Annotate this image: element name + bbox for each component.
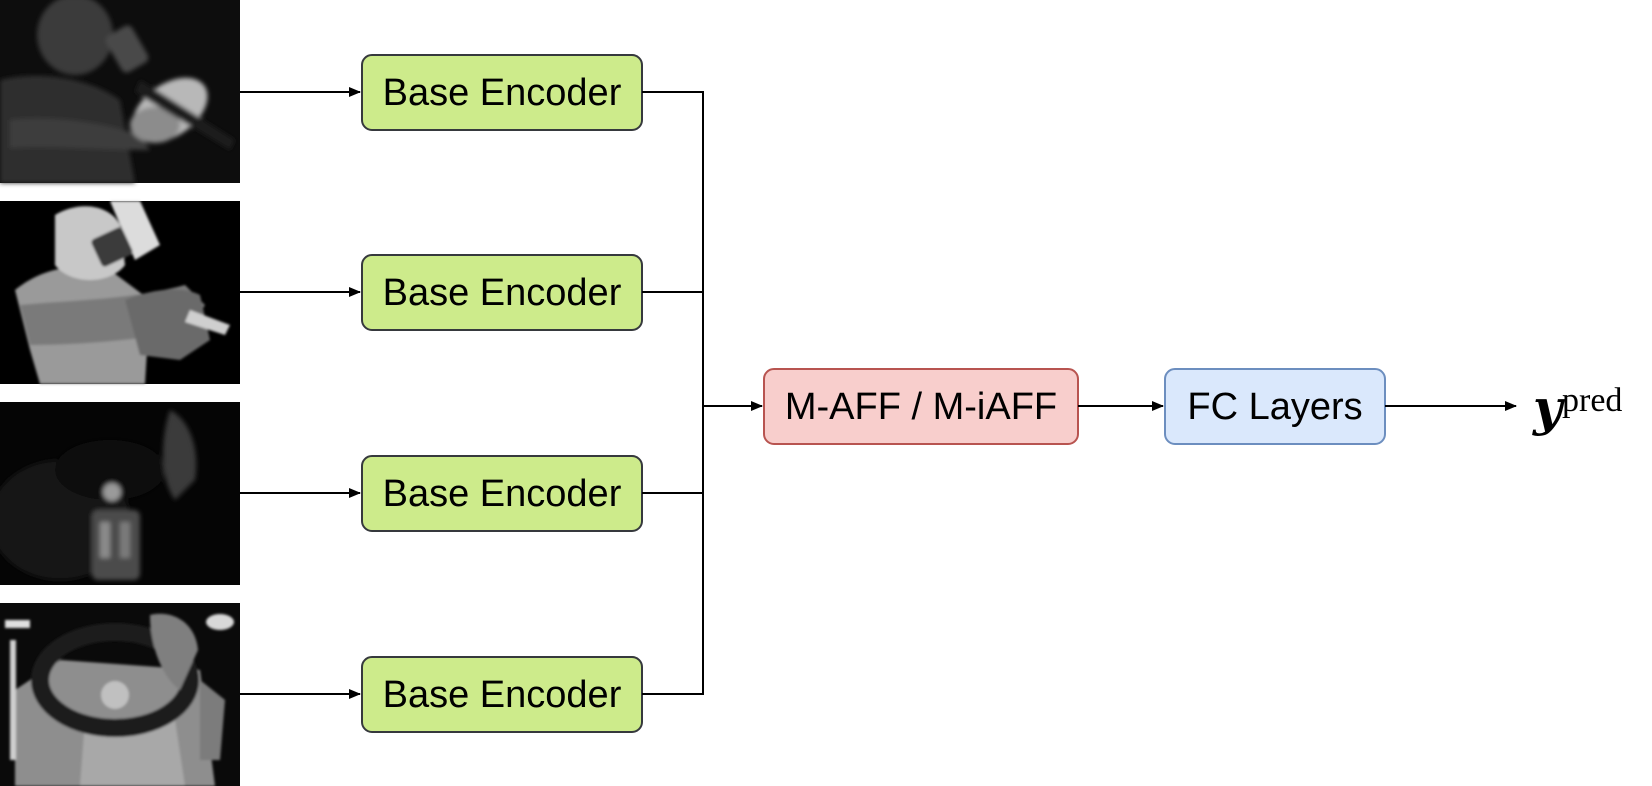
output-superscript: pred — [1562, 382, 1622, 419]
connector-encoder-4 — [642, 406, 704, 695]
fc-layers: FC Layers — [1164, 368, 1386, 445]
base-encoder-1: Base Encoder — [361, 54, 643, 131]
input-image-2 — [0, 201, 240, 384]
base-encoder-4: Base Encoder — [361, 656, 643, 733]
input-image-4 — [0, 603, 240, 786]
fusion-module-label: M-AFF / M-iAFF — [785, 386, 1057, 428]
base-encoder-2-label: Base Encoder — [383, 272, 622, 314]
base-encoder-4-label: Base Encoder — [383, 674, 622, 716]
fusion-module: M-AFF / M-iAFF — [763, 368, 1079, 445]
base-encoder-2: Base Encoder — [361, 254, 643, 331]
base-encoder-3-label: Base Encoder — [383, 473, 622, 515]
input-image-1 — [0, 0, 240, 183]
base-encoder-1-label: Base Encoder — [383, 72, 622, 114]
connector-encoder-1 — [642, 91, 704, 406]
output-symbol: y — [1532, 378, 1565, 437]
input-image-3 — [0, 402, 240, 585]
base-encoder-3: Base Encoder — [361, 455, 643, 532]
fc-layers-label: FC Layers — [1187, 386, 1362, 428]
output-prediction: y pred — [1532, 378, 1622, 437]
